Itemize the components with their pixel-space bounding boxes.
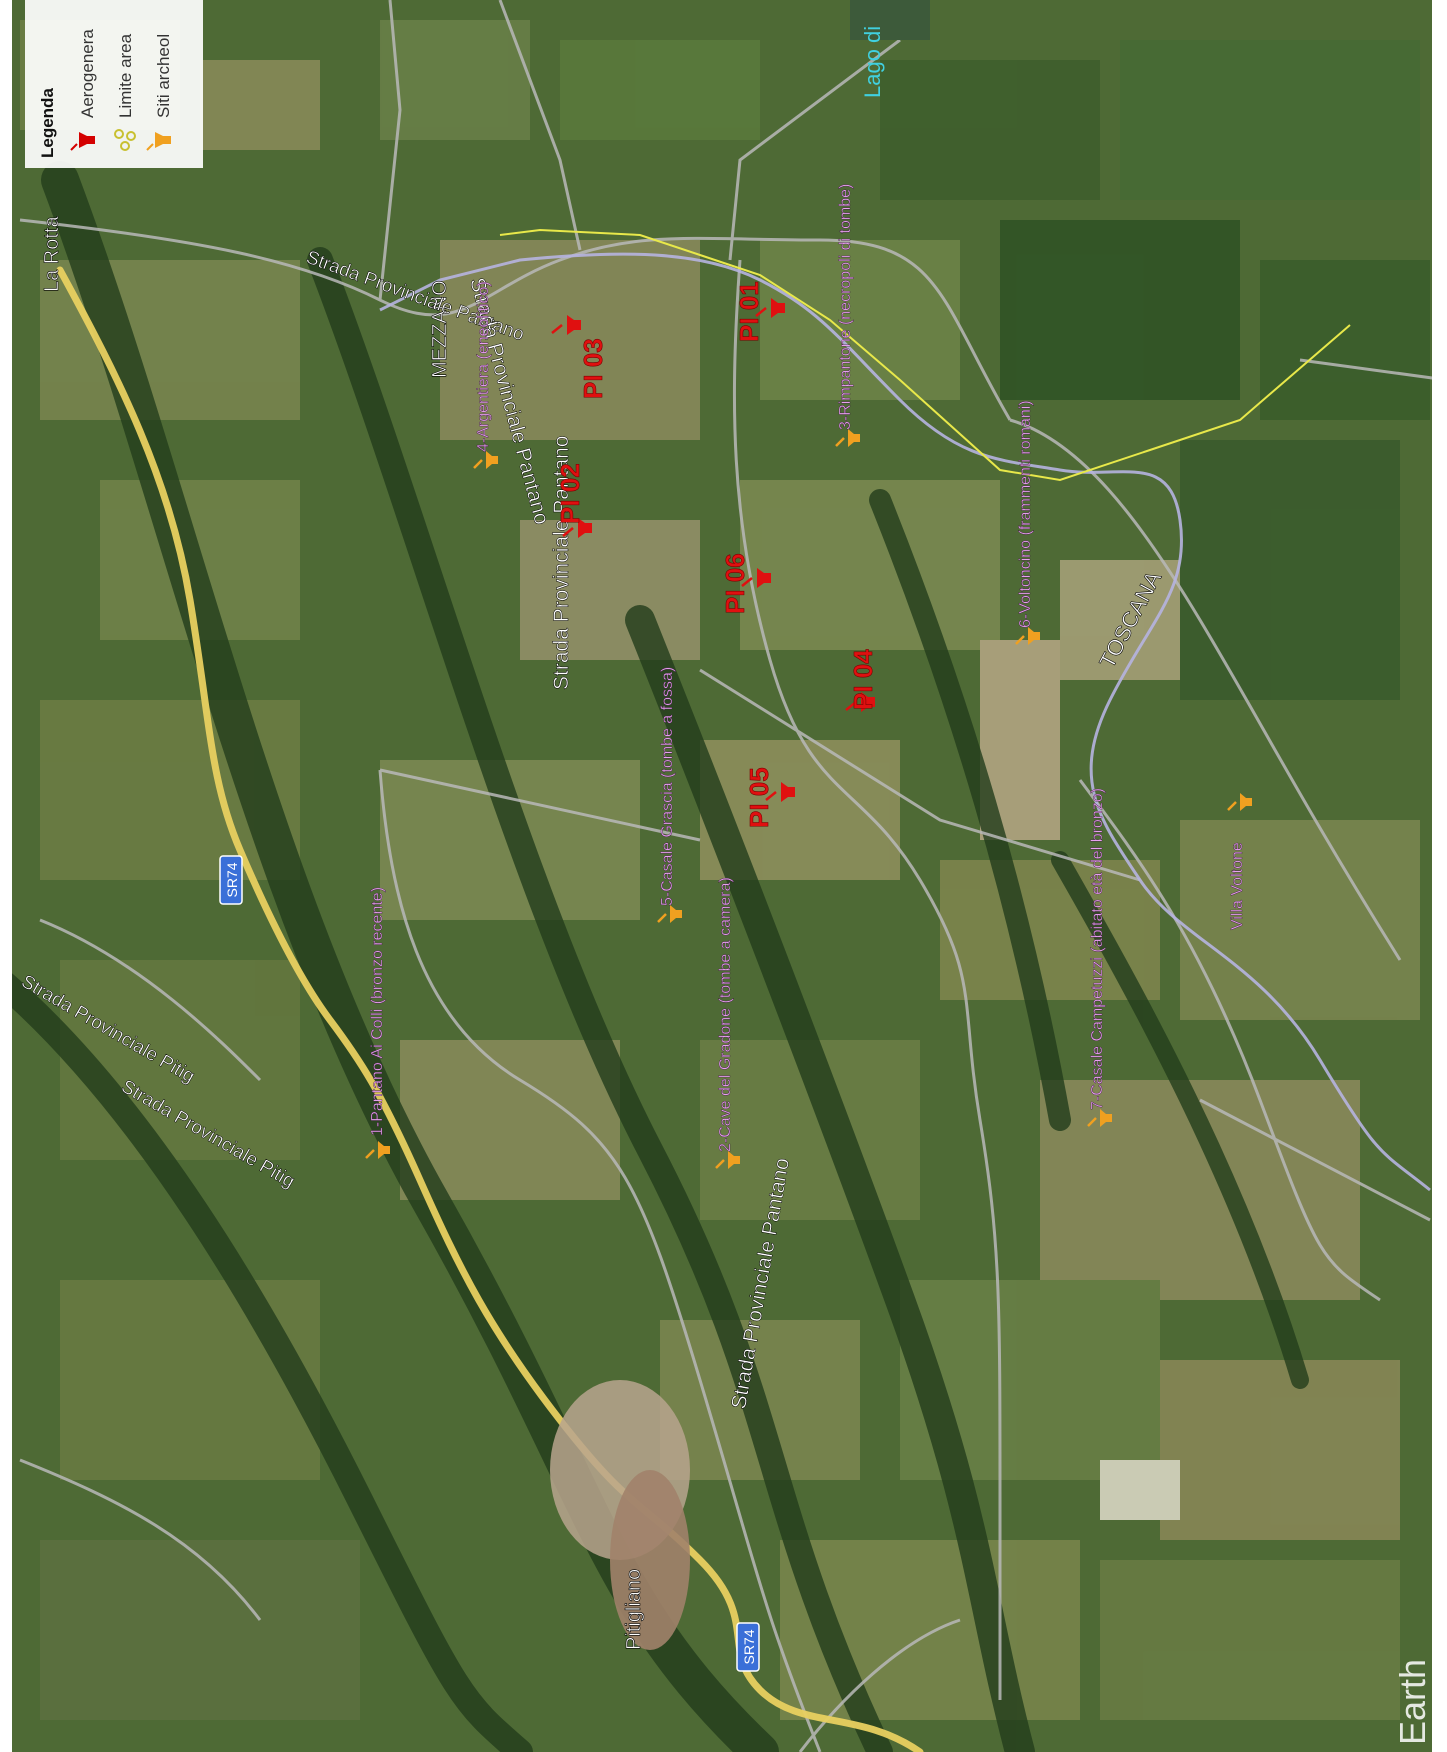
turbine-label-pi03: PI 03 xyxy=(578,338,608,399)
road-shield-sr74-north: SR74 xyxy=(219,855,243,905)
page-margin-left xyxy=(0,0,12,1752)
town-pitigliano-area xyxy=(550,1380,690,1650)
turbine-label-pi05: PI 05 xyxy=(744,767,774,828)
site-label-2: 2-Cave del Gradone (tombe a camera) xyxy=(717,877,734,1152)
site-marker-4[interactable]: 4-Argentiera (eneolitico) xyxy=(473,281,498,469)
lake-area xyxy=(850,0,930,40)
site-label-villa-voltone: Villa Voltone xyxy=(1229,842,1246,930)
site-marker-2[interactable]: 2-Cave del Gradone (tombe a camera) xyxy=(715,877,740,1169)
site-marker-5[interactable]: 5-Casale Grascia (tombe a fossa) xyxy=(657,667,682,923)
site-marker-7[interactable]: 7-Casale Campetuzzi (abitato età del bro… xyxy=(1087,788,1112,1127)
turbine-marker-pi01[interactable]: PI 01 xyxy=(734,281,785,342)
page-margin-right xyxy=(1432,0,1447,1752)
site-marker-1[interactable]: 1-Pantano Ai Colli (bronzo recente) xyxy=(365,887,390,1159)
turbine-marker-pi06[interactable]: PI 06 xyxy=(720,553,771,614)
legend-background xyxy=(25,0,203,168)
legend-item-area: Limite area xyxy=(116,33,135,118)
legend: Legenda Aerogenera Limite area Siti arch… xyxy=(25,0,203,168)
site-marker-villa-voltone[interactable]: Villa Voltone xyxy=(1227,793,1252,930)
brand-watermark: Earth xyxy=(1392,1659,1433,1745)
road-label-sp-pantano-center: Strada Provinciale Pantano xyxy=(550,436,573,691)
site-label-5: 5-Casale Grascia (tombe a fossa) xyxy=(659,667,676,906)
road-shield-sr74-south: SR74 xyxy=(736,1622,760,1672)
svg-text:SR74: SR74 xyxy=(224,862,240,897)
red-pushpin-icon xyxy=(70,132,95,151)
place-la-rotta: La Rotta xyxy=(41,216,63,292)
site-label-7: 7-Casale Campetuzzi (abitato età del bro… xyxy=(1089,788,1106,1110)
site-label-1: 1-Pantano Ai Colli (bronzo recente) xyxy=(369,887,386,1136)
minor-roads xyxy=(19,0,1447,1752)
legend-item-turbine: Aerogenera xyxy=(78,29,97,118)
turbine-marker-pi05[interactable]: PI 05 xyxy=(744,767,795,828)
legend-item-sites: Siti archeol xyxy=(154,34,173,118)
site-marker-6[interactable]: 6-Voltoncino (frammenti romani) xyxy=(1015,400,1040,645)
orange-pushpin-icon xyxy=(146,132,171,151)
turbine-label-pi01: PI 01 xyxy=(734,281,764,342)
site-marker-3[interactable]: 3-Rimpantone (necropoli di tombe) xyxy=(835,183,860,447)
legend-title: Legenda xyxy=(38,88,57,158)
turbine-marker-pi04[interactable]: PI 04 xyxy=(845,648,878,712)
svg-text:SR74: SR74 xyxy=(741,1629,757,1664)
turbine-label-pi02: PI 02 xyxy=(555,463,585,524)
yellow-polygon-icon xyxy=(114,129,136,151)
site-label-6: 6-Voltoncino (frammenti romani) xyxy=(1017,400,1034,628)
turbine-marker-pi02[interactable]: PI 02 xyxy=(555,463,592,538)
region-boundary xyxy=(379,252,1431,1192)
site-label-3: 3-Rimpantone (necropoli di tombe) xyxy=(837,184,854,430)
place-pitigliano: Pitigliano xyxy=(623,1569,645,1650)
turbine-label-pi04: PI 04 xyxy=(848,649,878,710)
site-label-4: 4-Argentiera (eneolitico) xyxy=(475,281,492,452)
place-lago: Lago di xyxy=(860,26,885,98)
project-area-boundary xyxy=(499,228,1351,482)
place-mezzano: MEZZANO xyxy=(429,280,451,378)
turbine-label-pi06: PI 06 xyxy=(720,553,750,614)
turbine-marker-pi03[interactable]: PI 03 xyxy=(551,315,608,399)
